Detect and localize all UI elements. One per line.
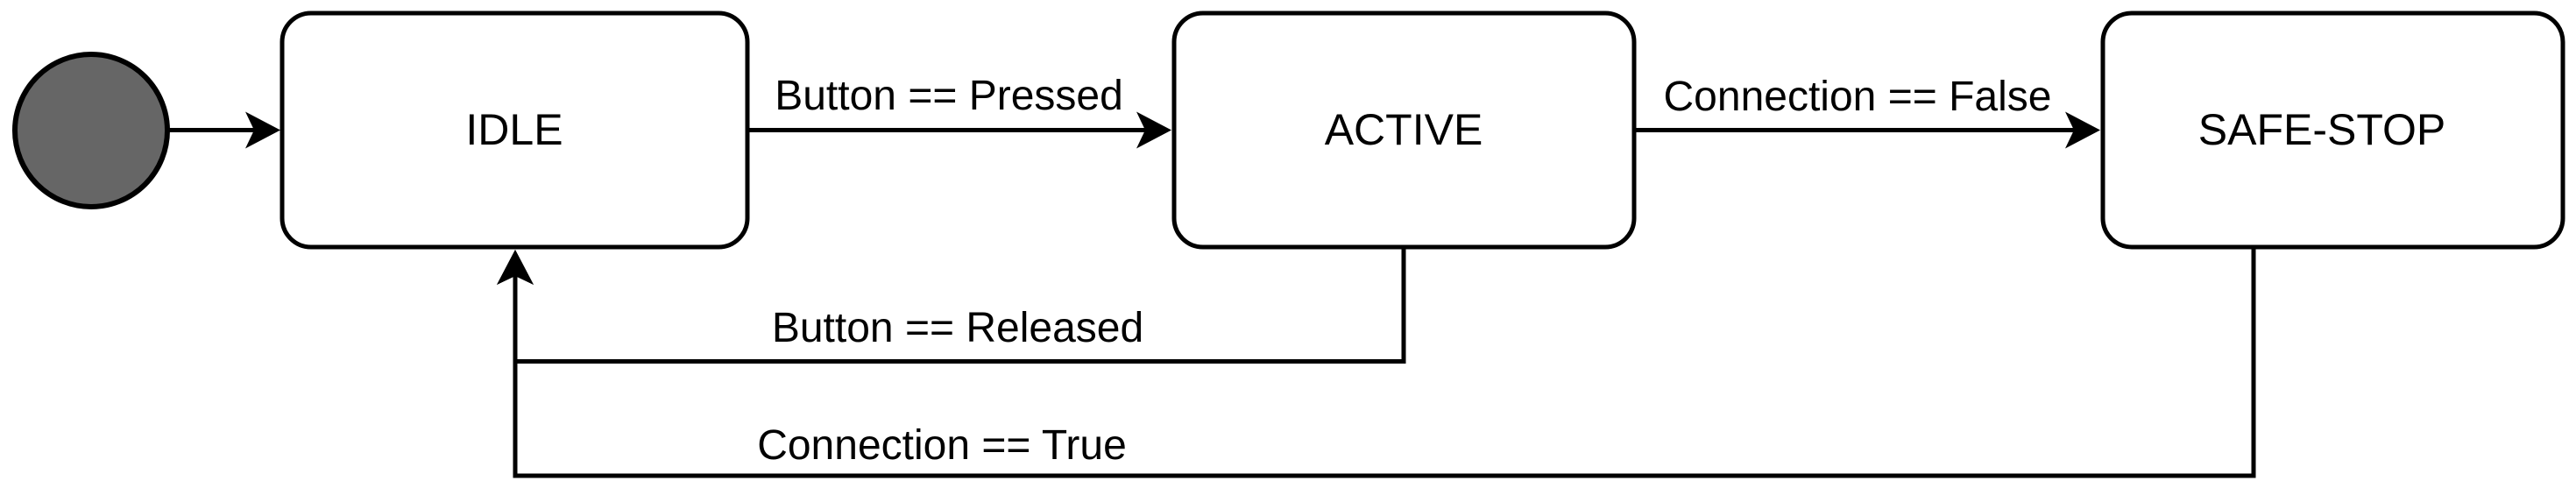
- transition-safe-stop-to-idle-edge: [497, 247, 2256, 478]
- transition-active-to-safe-stop-label: Connection == False: [1664, 74, 2052, 120]
- transition-idle-to-active-label: Button == Pressed: [775, 73, 1123, 119]
- state-idle-box: [280, 11, 750, 250]
- state-idle-label: IDLE: [465, 105, 563, 154]
- state-safe-stop-label: SAFE-STOP: [2198, 105, 2445, 154]
- state-active-label: ACTIVE: [1325, 105, 1483, 154]
- state-safe-stop-box: [2100, 11, 2565, 250]
- transition-active-to-idle-label: Button == Released: [772, 305, 1143, 351]
- transition-safe-stop-to-idle-label: Connection == True: [757, 422, 1127, 469]
- initial-state-node: [12, 52, 170, 209]
